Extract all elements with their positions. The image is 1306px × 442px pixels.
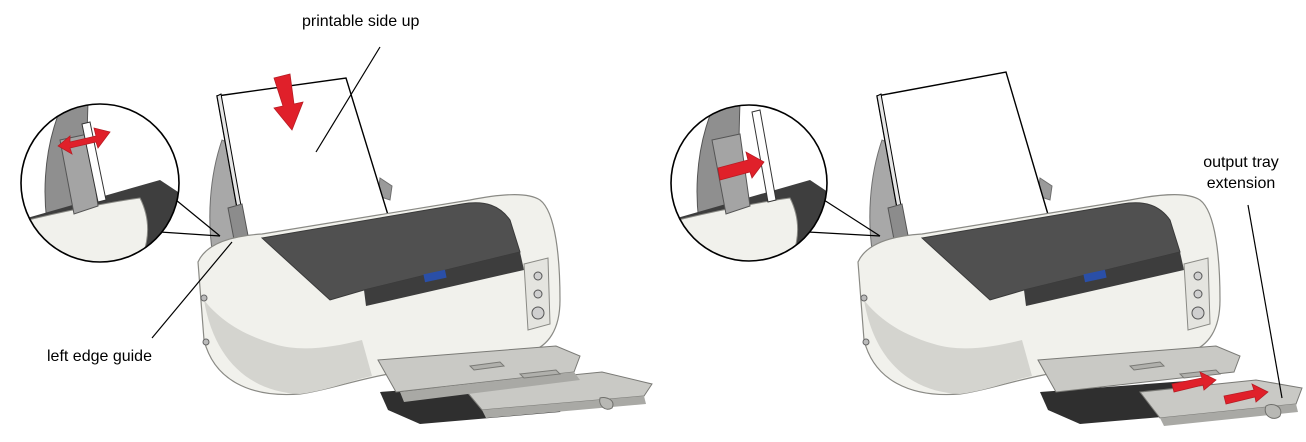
callout-line-tray [1248,205,1282,398]
zoom-inset-left [20,102,190,270]
printer-right [670,72,1302,426]
label-output-tray-line1: output tray [1188,153,1294,172]
label-printable-side-up: printable side up [302,12,419,31]
label-left-edge-guide: left edge guide [47,347,152,366]
zoom-inset-right [670,102,840,270]
printer-left [20,47,652,424]
label-output-tray-line2: extension [1188,174,1294,193]
